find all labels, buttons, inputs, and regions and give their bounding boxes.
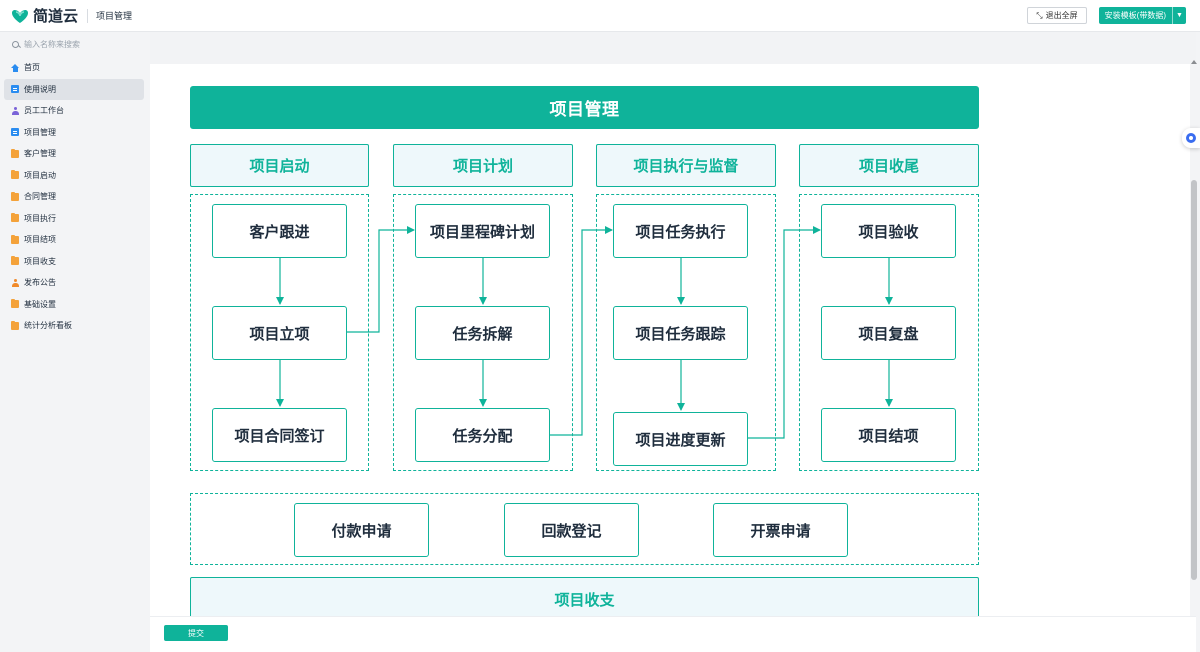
chat-icon <box>1186 133 1196 143</box>
sidebar-item-label: 项目启动 <box>24 170 56 180</box>
search-input[interactable]: 输入名称来搜索 <box>24 39 80 49</box>
sidebar-item-label: 项目管理 <box>24 127 56 137</box>
content-scrollbar[interactable] <box>1191 32 1197 618</box>
sidebar-item-basic-settings[interactable]: 基础设置 <box>4 294 144 316</box>
sidebar-item-label: 项目结项 <box>24 235 56 245</box>
sidebar-item-announcements[interactable]: 发布公告 <box>4 272 144 294</box>
sidebar-item-label: 项目执行 <box>24 213 56 223</box>
step-receipt-registration: 回款登记 <box>504 503 639 557</box>
brand-logo[interactable]: 简道云 <box>10 5 78 26</box>
top-header: 简道云 项目管理 ⤡ 退出全屏 安装模板(带数据) ▼ <box>0 0 1200 32</box>
step-task-breakdown: 任务拆解 <box>415 306 550 360</box>
sidebar-item-contract-management[interactable]: 合同管理 <box>4 186 144 208</box>
sidebar-item-staff-workbench[interactable]: 员工工作台 <box>4 100 144 122</box>
home-icon <box>11 63 19 72</box>
assistant-float-button[interactable] <box>1182 128 1200 148</box>
sidebar-search[interactable]: 输入名称来搜索 <box>0 32 150 56</box>
sidebar-item-project-execution[interactable]: 项目执行 <box>4 208 144 230</box>
folder-icon <box>11 213 19 223</box>
step-customer-follow-up: 客户跟进 <box>212 204 347 258</box>
sidebar-item-instructions[interactable]: 使用说明 <box>4 78 144 100</box>
sidebar-item-label: 基础设置 <box>24 299 56 309</box>
folder-icon <box>11 256 19 266</box>
install-template-label: 安装模板(带数据) <box>1104 11 1166 20</box>
sidebar: 输入名称来搜索 首页 使用说明 员工工作台 项目管理 客户管理 项目启动 合同管… <box>0 32 150 652</box>
chevron-down-icon[interactable]: ▼ <box>1172 7 1186 24</box>
process-diagram: 项目管理 项目启动 项目计划 项目执行与监督 项目收尾 <box>150 64 1190 616</box>
sidebar-menu: 首页 使用说明 员工工作台 项目管理 客户管理 项目启动 合同管理 项目执行 项… <box>0 57 150 337</box>
step-project-approval: 项目立项 <box>212 306 347 360</box>
sidebar-item-analytics-dashboard[interactable]: 统计分析看板 <box>4 315 144 337</box>
phase-header-finance: 项目收支 <box>190 577 979 616</box>
sidebar-item-customer-management[interactable]: 客户管理 <box>4 143 144 165</box>
scroll-up-icon[interactable] <box>1191 60 1197 64</box>
brand-logo-icon <box>10 8 30 24</box>
document-icon <box>11 85 19 94</box>
phase-header-execution: 项目执行与监督 <box>596 144 776 187</box>
person-icon <box>11 278 19 287</box>
phase-header-plan: 项目计划 <box>393 144 573 187</box>
step-task-execution: 项目任务执行 <box>613 204 748 258</box>
step-acceptance: 项目验收 <box>821 204 956 258</box>
collapse-icon: ⤡ <box>1036 10 1043 20</box>
folder-icon <box>11 148 19 158</box>
sidebar-item-label: 合同管理 <box>24 192 56 202</box>
phase-header-closure: 项目收尾 <box>799 144 979 187</box>
folder-icon <box>11 234 19 244</box>
sidebar-item-project-finance[interactable]: 项目收支 <box>4 251 144 273</box>
sidebar-item-label: 员工工作台 <box>24 106 64 116</box>
sidebar-item-label: 使用说明 <box>24 84 56 94</box>
step-closure: 项目结项 <box>821 408 956 462</box>
step-contract-signing: 项目合同签订 <box>212 408 347 462</box>
finance-zone <box>190 493 979 565</box>
diagram-title: 项目管理 <box>190 86 979 129</box>
step-review: 项目复盘 <box>821 306 956 360</box>
folder-icon <box>11 320 19 330</box>
header-divider <box>87 8 89 23</box>
sidebar-item-label: 项目收支 <box>24 256 56 266</box>
search-icon <box>12 40 19 48</box>
install-template-button[interactable]: 安装模板(带数据) ▼ <box>1098 7 1186 24</box>
step-progress-update: 项目进度更新 <box>613 412 748 466</box>
folder-icon <box>11 191 19 201</box>
document-icon <box>11 128 19 137</box>
content-header-band <box>150 32 1196 64</box>
step-payment-request: 付款申请 <box>294 503 429 557</box>
form-footer: 提交 <box>150 616 1196 652</box>
sidebar-item-label: 发布公告 <box>24 278 56 288</box>
scrollbar-thumb[interactable] <box>1191 180 1197 580</box>
step-task-tracking: 项目任务跟踪 <box>613 306 748 360</box>
folder-icon <box>11 299 19 309</box>
sidebar-item-label: 首页 <box>24 63 40 73</box>
instructions-content: 项目管理 项目启动 项目计划 项目执行与监督 项目收尾 <box>150 64 1190 616</box>
exit-fullscreen-label: 退出全屏 <box>1045 11 1078 20</box>
exit-fullscreen-button[interactable]: ⤡ 退出全屏 <box>1027 7 1087 24</box>
main-area: 项目管理 项目启动 项目计划 项目执行与监督 项目收尾 <box>150 32 1200 652</box>
step-invoice-request: 开票申请 <box>713 503 848 557</box>
folder-icon <box>11 170 19 180</box>
sidebar-item-project-closure[interactable]: 项目结项 <box>4 229 144 251</box>
user-icon <box>11 106 19 115</box>
step-task-assignment: 任务分配 <box>415 408 550 462</box>
sidebar-item-project-management[interactable]: 项目管理 <box>4 122 144 144</box>
brand-name: 简道云 <box>33 8 79 25</box>
sidebar-item-project-start[interactable]: 项目启动 <box>4 165 144 187</box>
phase-header-start: 项目启动 <box>190 144 369 187</box>
submit-button[interactable]: 提交 <box>164 625 228 641</box>
sidebar-item-label: 统计分析看板 <box>24 321 72 331</box>
current-app-title: 项目管理 <box>96 11 133 21</box>
step-milestone-plan: 项目里程碑计划 <box>415 204 550 258</box>
sidebar-item-home[interactable]: 首页 <box>4 57 144 79</box>
sidebar-item-label: 客户管理 <box>24 149 56 159</box>
